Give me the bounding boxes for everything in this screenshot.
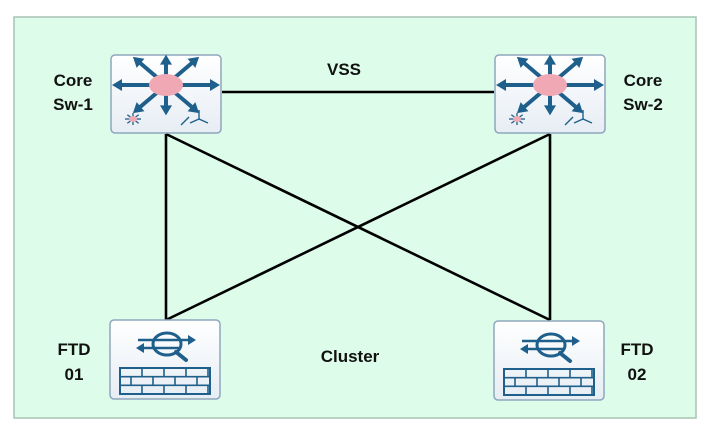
firewall-ftd-icon (109, 319, 221, 400)
ftd-02 (493, 320, 605, 401)
layer3-switch-icon (110, 54, 222, 134)
core-switch-2 (494, 54, 606, 134)
label-ftd02-line1: FTD (620, 340, 653, 359)
label-core-sw2-line2: Sw-2 (623, 95, 663, 114)
links (164, 90, 552, 322)
ftd-01 (109, 319, 221, 400)
core-switch-1 (110, 54, 222, 134)
label-ftd02-line2: 02 (628, 365, 647, 384)
firewall-ftd-icon (493, 320, 605, 401)
label-vss: VSS (327, 60, 361, 79)
link-sw2-ftd01 (165, 132, 551, 322)
label-core-sw1-line2: Sw-1 (53, 95, 93, 114)
layer3-switch-icon (494, 54, 606, 134)
label-ftd01-line1: FTD (57, 340, 90, 359)
label-core-sw1-line1: Core (54, 71, 93, 90)
label-cluster: Cluster (321, 347, 380, 366)
label-core-sw2-line1: Core (624, 71, 663, 90)
label-ftd01-line2: 01 (65, 365, 84, 384)
